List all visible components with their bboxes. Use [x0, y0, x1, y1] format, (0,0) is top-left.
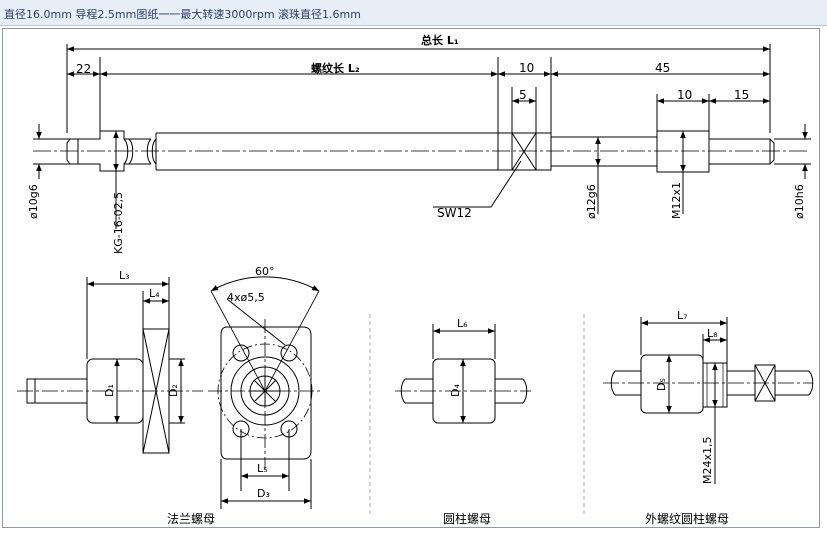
- label-angle: 60°: [255, 265, 275, 278]
- label-L6: L₆: [457, 317, 468, 330]
- angle-ray: [264, 290, 320, 392]
- screw-right: [495, 378, 528, 404]
- angle-ray: [210, 290, 266, 392]
- label-45: 45: [655, 61, 670, 75]
- label-L5: L₅: [257, 462, 268, 475]
- external-thread-nut-labels: L₇ L₈ D₅ M24x1,5 外螺纹圆柱螺母: [645, 309, 729, 526]
- caption-cyl-nut: 圆柱螺母: [443, 511, 491, 526]
- label-L8: L₈: [707, 327, 718, 340]
- label-nut-code: KG-16-02,5: [112, 192, 125, 254]
- wrench-flat-x: [511, 132, 537, 171]
- label-22: 22: [76, 62, 91, 76]
- shaft-view: [33, 44, 811, 229]
- label-m12: M12x1: [670, 182, 683, 219]
- screw-right: [775, 370, 814, 396]
- bolt-hole: [280, 344, 298, 362]
- hex-lock-x: [754, 364, 776, 402]
- flange-nut-side-view: [17, 277, 203, 454]
- label-holes: 4xø5,5: [227, 291, 265, 304]
- label-L4: L₄: [149, 287, 160, 300]
- flange-nut-front-view: [208, 276, 323, 509]
- label-15: 15: [734, 88, 749, 102]
- label-m24: M24x1,5: [701, 437, 714, 485]
- flange-nut-front-labels: 60° 4xø5,5 L₅ D₃ 法兰螺母: [167, 265, 275, 526]
- label-D2: D₂: [167, 384, 180, 397]
- label-total-length: 总长 L₁: [421, 33, 459, 47]
- bolt-hole: [232, 344, 250, 362]
- label-10-top: 10: [519, 61, 534, 75]
- label-L7: L₇: [677, 309, 688, 322]
- title-bar: 直径16.0mm 导程2.5mm图纸一一最大转速3000rpm 滚珠直径1.6m…: [0, 0, 827, 26]
- caption-flange-nut: 法兰螺母: [167, 512, 215, 526]
- screw-left: [610, 370, 641, 396]
- label-L3: L₃: [119, 269, 130, 282]
- shaft-left-chamfer: [66, 138, 71, 165]
- label-D3: D₃: [257, 487, 270, 500]
- wrench-flat: [511, 132, 537, 171]
- caption-ext-nut: 外螺纹圆柱螺母: [645, 511, 729, 526]
- flange-outline: [220, 326, 312, 460]
- shaft-right-end: [709, 138, 775, 165]
- flange: [142, 328, 170, 454]
- shaft-right-part: [551, 136, 657, 167]
- flange-x: [142, 328, 170, 454]
- label-dia-middle: ø12g6: [585, 184, 598, 219]
- label-10-right: 10: [677, 88, 692, 102]
- shaft-left-end: [70, 130, 151, 172]
- label-sw12: SW12: [437, 206, 472, 220]
- cylindrical-nut-labels: L₆ D₄ 圆柱螺母: [443, 317, 491, 526]
- break-mark-mid: [146, 138, 157, 165]
- label-D4: D₄: [449, 384, 462, 397]
- cylindrical-nut-view: [395, 324, 531, 424]
- screw-left: [400, 378, 433, 404]
- leader-holes: [226, 298, 286, 346]
- label-dia-right: ø10h6: [793, 184, 806, 219]
- technical-drawing: 总长 L₁ 22 螺纹长 L₂ 10 45 5 10 15 SW12 ø10g6…: [17, 33, 814, 526]
- label-thread-length: 螺纹长 L₂: [311, 61, 360, 75]
- angle-arc: [210, 276, 320, 292]
- drawing-panel: 总长 L₁ 22 螺纹长 L₂ 10 45 5 10 15 SW12 ø10g6…: [2, 28, 820, 528]
- ext-nut-body: [640, 354, 704, 414]
- break-mark-left: [123, 138, 134, 165]
- hex-lock: [754, 364, 776, 402]
- label-dia-left: ø10g6: [27, 184, 40, 219]
- external-thread-nut-view: [603, 317, 814, 484]
- label-5: 5: [519, 88, 527, 102]
- label-D5: D₅: [655, 378, 668, 391]
- leader-sw: [433, 160, 522, 208]
- page-title: 直径16.0mm 导程2.5mm图纸一一最大转速3000rpm 滚珠直径1.6m…: [4, 8, 361, 21]
- shaft-labels: 总长 L₁ 22 螺纹长 L₂ 10 45 5 10 15 SW12 ø10g6…: [27, 33, 806, 254]
- flange-nut-side-labels: L₃ L₄ D₁ D₂: [103, 269, 180, 397]
- label-D1: D₁: [103, 384, 116, 397]
